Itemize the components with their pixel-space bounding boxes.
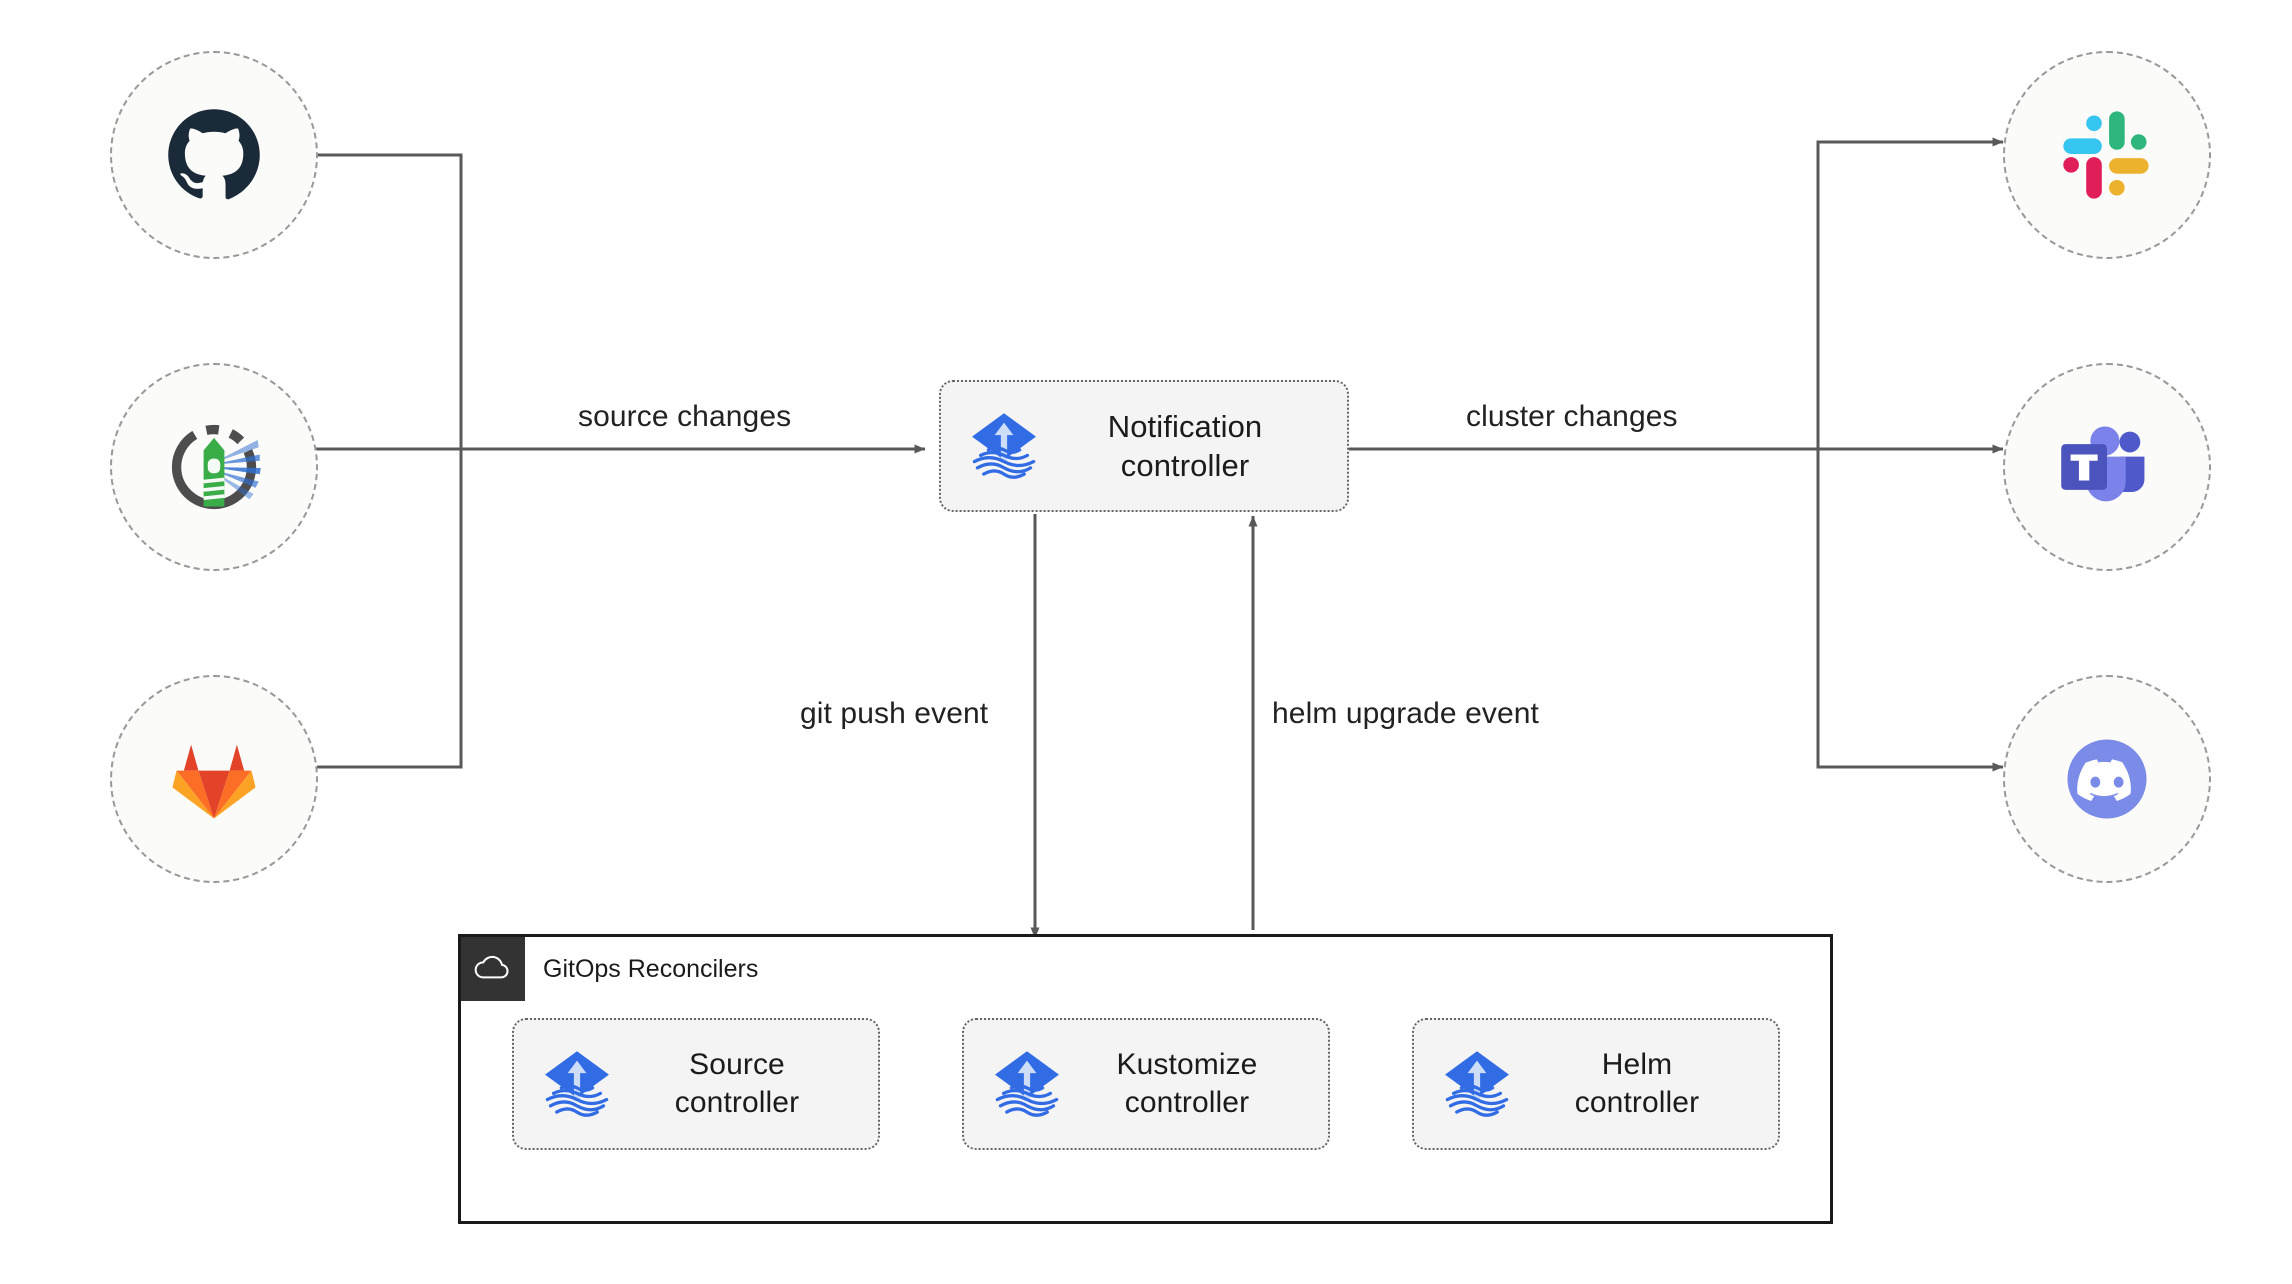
gitlab-icon — [172, 744, 256, 819]
flux-icon — [545, 1051, 609, 1117]
destination-node-discord[interactable] — [2003, 675, 2211, 883]
kustomize-controller-node[interactable]: Kustomize controller — [962, 1018, 1330, 1150]
flux-icon — [995, 1051, 1059, 1117]
wire-bus-to-slack — [1816, 137, 2004, 449]
source-controller-label: Source controller — [616, 1046, 868, 1122]
edge-label-helm-upgrade-event: helm upgrade event — [1272, 697, 1539, 730]
edge-label-git-push-event: git push event — [800, 697, 989, 730]
source-controller-line2: controller — [674, 1086, 800, 1119]
edge-label-cluster-changes: cluster changes — [1466, 400, 1678, 433]
edge-label-source-changes: source changes — [578, 400, 792, 433]
kustomize-controller-label: Kustomize controller — [1066, 1046, 1318, 1122]
source-node-github[interactable] — [110, 51, 318, 259]
notification-controller-line1: Notification — [1107, 408, 1263, 444]
notification-controller-label: Notification controller — [1043, 407, 1337, 486]
helm-controller-node[interactable]: Helm controller — [1412, 1018, 1780, 1150]
helm-controller-label: Helm controller — [1516, 1046, 1768, 1122]
gitops-group-title: GitOps Reconcilers — [543, 954, 759, 983]
destination-node-slack[interactable] — [2003, 51, 2211, 259]
kustomize-controller-line2: controller — [1124, 1086, 1250, 1119]
notification-controller-line2: controller — [1120, 448, 1250, 483]
microsoft-teams-icon — [2061, 426, 2145, 502]
discord-icon — [2067, 739, 2147, 819]
helm-controller-line2: controller — [1574, 1086, 1700, 1119]
gitops-group-header: GitOps Reconcilers — [461, 937, 758, 1001]
source-node-flagger[interactable] — [110, 363, 318, 571]
cloud-icon-tile — [461, 937, 525, 1001]
flux-icon — [1445, 1051, 1509, 1117]
flagger-lighthouse-icon — [171, 424, 261, 510]
slack-icon — [2063, 111, 2149, 199]
wire-github-to-bus — [287, 153, 463, 449]
cloud-icon — [474, 955, 509, 979]
wire-bus-to-discord — [1816, 449, 2004, 772]
source-node-gitlab[interactable] — [110, 675, 318, 883]
kustomize-controller-line1: Kustomize — [1116, 1047, 1258, 1081]
github-icon — [168, 109, 260, 200]
source-controller-line1: Source — [689, 1047, 785, 1081]
flux-icon — [972, 413, 1036, 479]
destination-node-teams[interactable] — [2003, 363, 2211, 571]
source-controller-node[interactable]: Source controller — [512, 1018, 880, 1150]
helm-controller-line1: Helm — [1601, 1047, 1673, 1081]
notification-controller-node[interactable]: Notification controller — [939, 380, 1349, 512]
